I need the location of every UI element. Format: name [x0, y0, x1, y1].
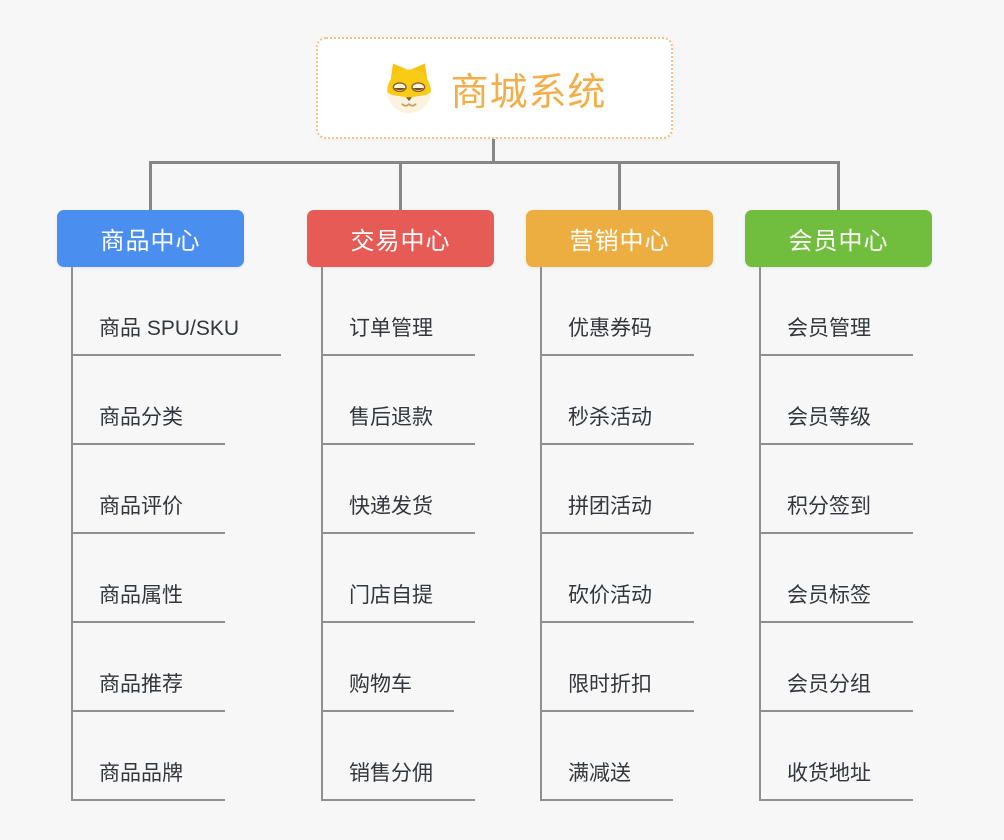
- leaf-node[interactable]: 商品 SPU/SKU: [71, 314, 282, 356]
- leaf-node[interactable]: 商品属性: [71, 581, 225, 623]
- leaf-node[interactable]: 销售分佣: [321, 759, 475, 801]
- leaf-node[interactable]: 收货地址: [759, 759, 913, 801]
- branch-header-trade-center[interactable]: 交易中心: [307, 210, 494, 267]
- branch-header-member-center[interactable]: 会员中心: [745, 210, 932, 267]
- leaf-node[interactable]: 快递发货: [321, 492, 475, 534]
- connector-root-stub: [492, 139, 495, 164]
- leaf-node[interactable]: 限时折扣: [540, 670, 694, 712]
- branch-product-center: 商品中心 商品 SPU/SKU 商品分类 商品评价 商品属性 商品推荐 商品品牌: [57, 210, 282, 801]
- leaf-node[interactable]: 会员管理: [759, 314, 913, 356]
- branch-header-product-center[interactable]: 商品中心: [57, 210, 244, 267]
- leaf-node[interactable]: 商品推荐: [71, 670, 225, 712]
- root-title: 商城系统: [450, 71, 607, 114]
- leaf-node[interactable]: 满减送: [540, 759, 673, 801]
- branch-trade-center: 交易中心 订单管理 售后退款 快递发货 门店自提 购物车 销售分佣: [307, 210, 494, 801]
- leaf-node[interactable]: 售后退款: [321, 403, 475, 445]
- leaf-node[interactable]: 订单管理: [321, 314, 475, 356]
- leaf-node[interactable]: 商品评价: [71, 492, 225, 534]
- leaf-node[interactable]: 商品品牌: [71, 759, 225, 801]
- connector-drop-4: [837, 161, 840, 210]
- leaf-node[interactable]: 门店自提: [321, 581, 475, 623]
- connector-bus: [149, 161, 840, 164]
- leaf-node[interactable]: 会员分组: [759, 670, 913, 712]
- leaf-node[interactable]: 会员等级: [759, 403, 913, 445]
- leaf-node[interactable]: 优惠券码: [540, 314, 694, 356]
- leaf-node[interactable]: 拼团活动: [540, 492, 694, 534]
- leaf-node[interactable]: 积分签到: [759, 492, 913, 534]
- branch-header-marketing-center[interactable]: 营销中心: [526, 210, 713, 267]
- leaf-node[interactable]: 会员标签: [759, 581, 913, 623]
- connector-drop-3: [618, 161, 621, 210]
- branch-member-center: 会员中心 会员管理 会员等级 积分签到 会员标签 会员分组 收货地址: [745, 210, 932, 801]
- branch-marketing-center: 营销中心 优惠券码 秒杀活动 拼团活动 砍价活动 限时折扣 满减送: [526, 210, 713, 801]
- leaf-node[interactable]: 秒杀活动: [540, 403, 694, 445]
- connector-drop-1: [149, 161, 152, 210]
- leaf-node[interactable]: 砍价活动: [540, 581, 694, 623]
- root-node[interactable]: 商城系统: [316, 37, 673, 139]
- connector-drop-2: [399, 161, 402, 210]
- shiba-dog-icon: [382, 61, 436, 115]
- leaf-node[interactable]: 商品分类: [71, 403, 225, 445]
- leaf-node[interactable]: 购物车: [321, 670, 454, 712]
